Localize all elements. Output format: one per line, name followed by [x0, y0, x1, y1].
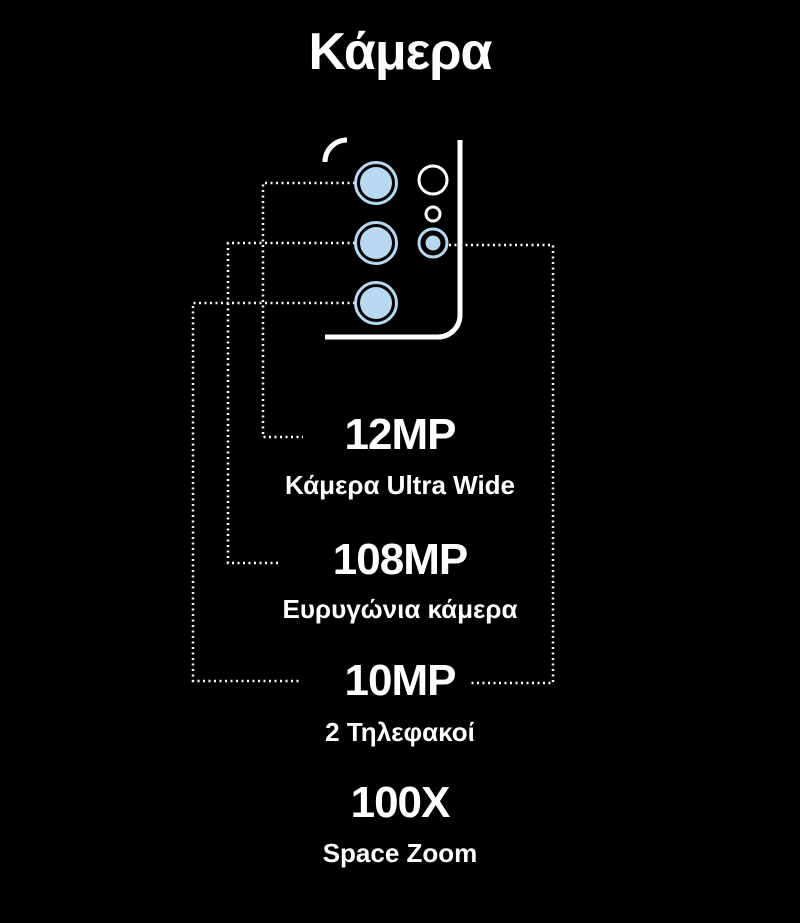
spec-value-zoom: 100X	[350, 778, 451, 827]
spec-label-wide: Ευρυγώνια κάμερα	[282, 594, 518, 624]
flash	[424, 205, 442, 223]
page-title: Κάμερα	[308, 23, 493, 81]
laser-af-sensor	[417, 164, 449, 196]
spec-value-ultrawide: 12MP	[344, 410, 457, 459]
spec-value-wide: 108MP	[332, 535, 468, 584]
lens-wide	[354, 221, 398, 265]
lens-tele	[354, 281, 398, 325]
spec-label-tele: 2 Τηλεφακοί	[325, 717, 475, 747]
camera-bump	[325, 140, 463, 340]
spec-label-zoom: Space Zoom	[322, 838, 478, 868]
callout-line-tele-right	[449, 243, 555, 685]
spec-label-ultrawide: Κάμερα Ultra Wide	[284, 470, 516, 500]
phone-outline	[322, 137, 513, 385]
spec-value-tele: 10MP	[344, 656, 457, 705]
callout-lines	[191, 181, 555, 685]
callout-line-wide	[226, 241, 355, 565]
lens-periscope	[417, 227, 449, 259]
lens-ultrawide	[354, 161, 398, 205]
callout-line-ultrawide	[261, 181, 355, 439]
